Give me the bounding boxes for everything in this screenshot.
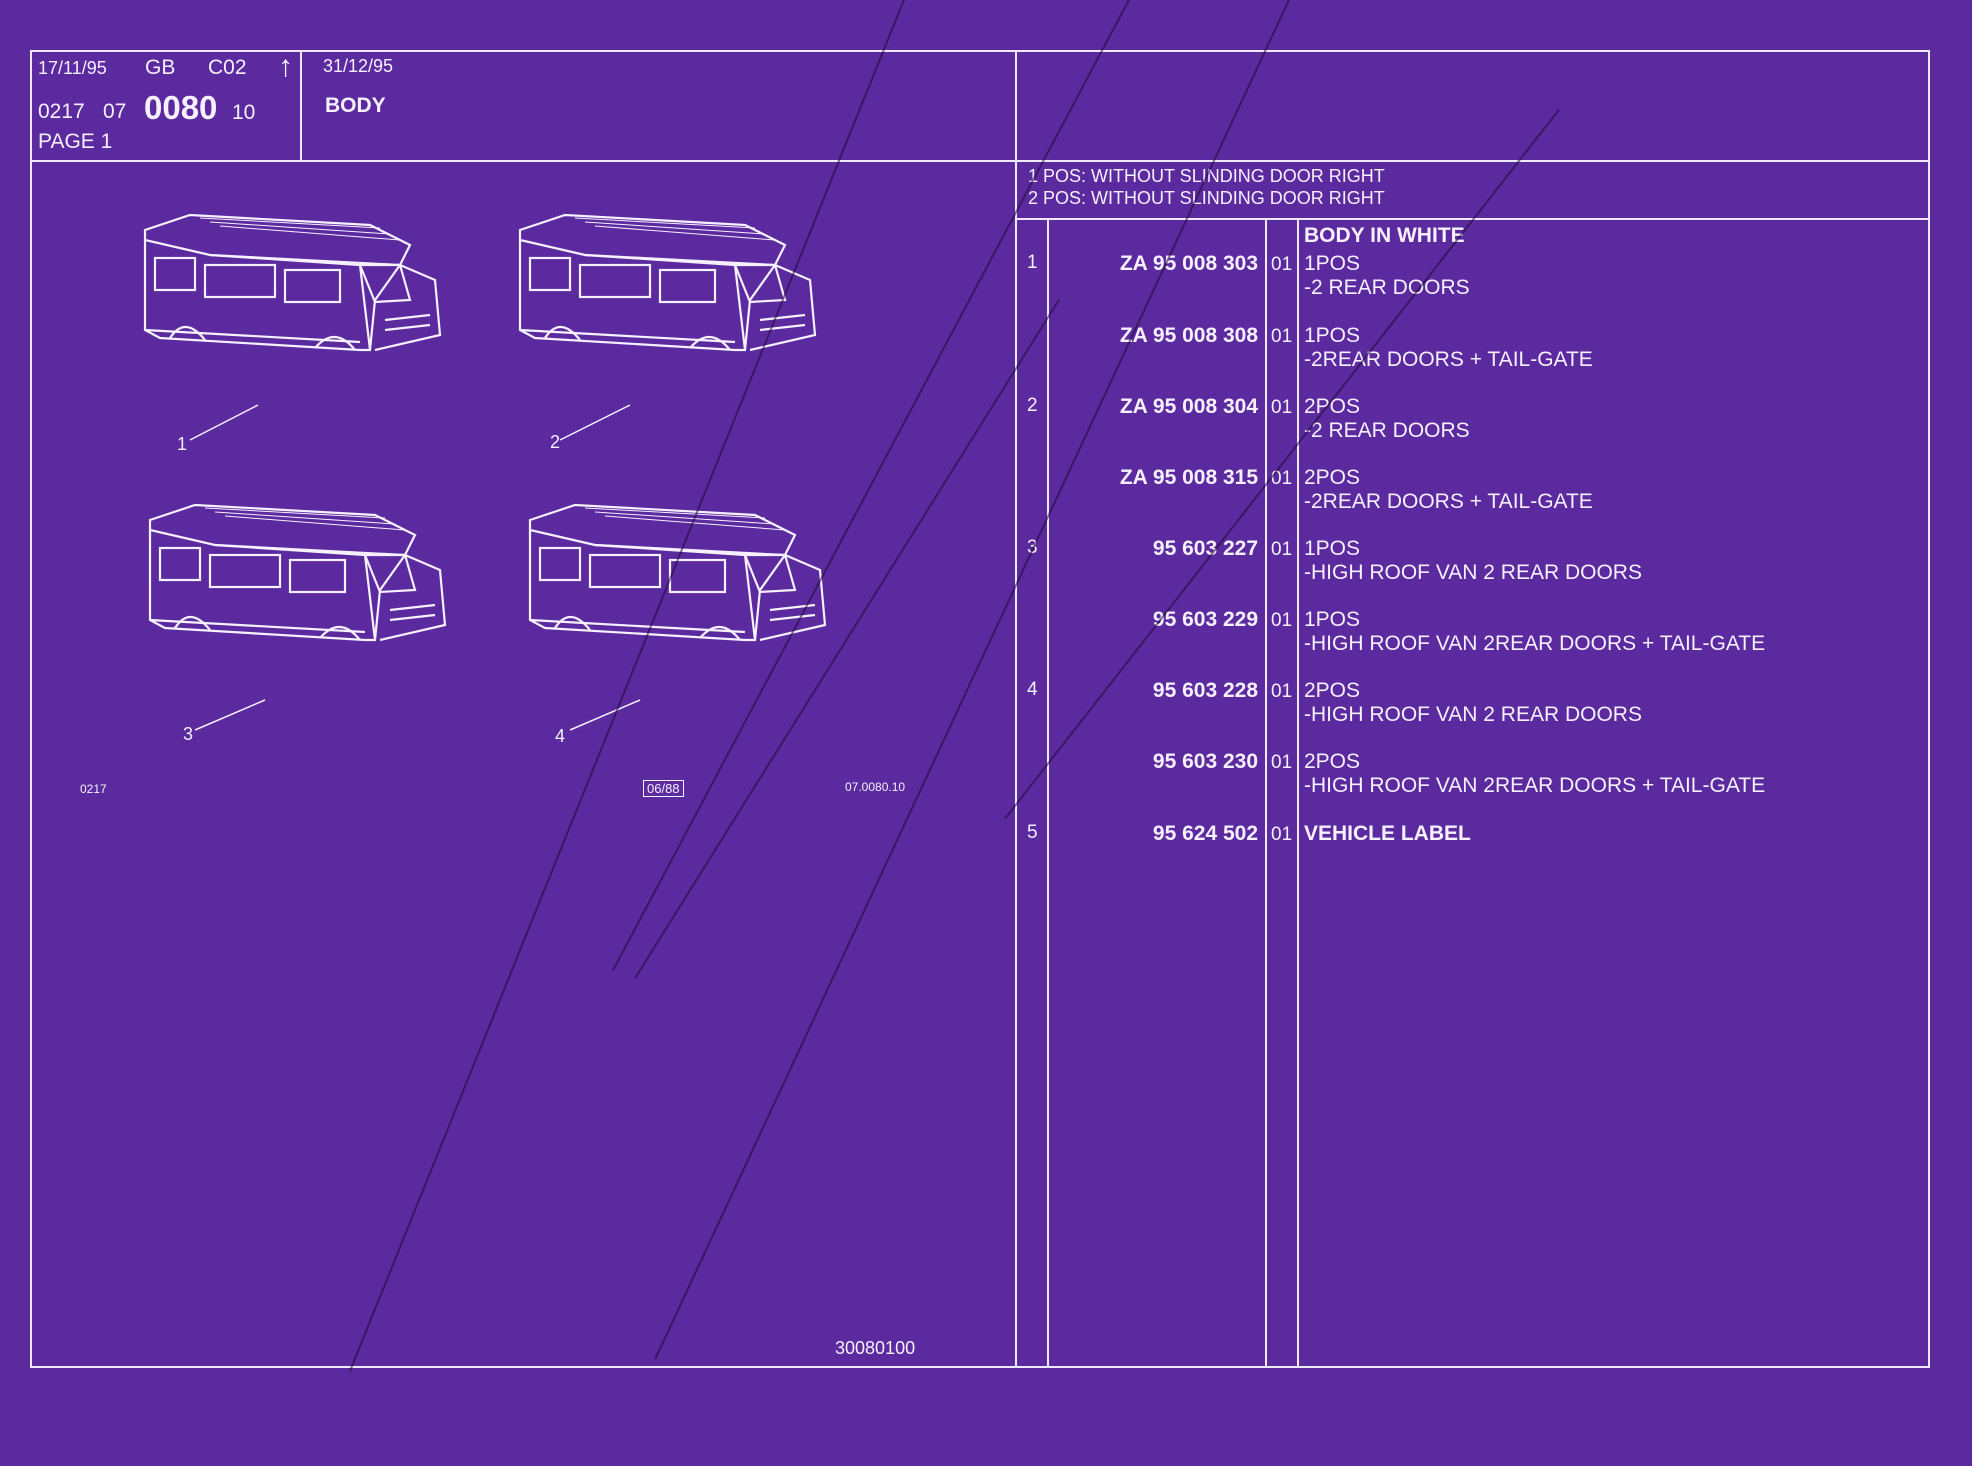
outer-frame (30, 50, 1930, 1368)
caption-left: 0217 (80, 782, 107, 796)
row-qty: 01 (1271, 326, 1293, 347)
row-pos: 1 (1027, 252, 1038, 273)
header-ref-prefix: 0217 (38, 100, 85, 123)
row-desc-2: -2REAR DOORS + TAIL-GATE (1304, 490, 1593, 513)
row-part-number: ZA 95 008 308 (1119, 324, 1258, 347)
main-divider (1015, 50, 1017, 1368)
row-desc-1: 2POS (1304, 395, 1361, 418)
row-part-number: 95 624 502 (1152, 822, 1258, 845)
header-ref-main: 0080 (144, 89, 218, 126)
row-part-number: 95 603 229 (1152, 608, 1258, 631)
van-bodies-illustration (143, 213, 827, 731)
leader-line-1 (189, 404, 259, 441)
row-qty: 01 (1271, 752, 1293, 773)
leader-line-2 (559, 404, 631, 441)
header-page: PAGE 1 (38, 130, 113, 153)
row-desc-2: -HIGH ROOF VAN 2REAR DOORS + TAIL-GATE (1304, 632, 1766, 655)
header-date-right: 31/12/95 (323, 56, 394, 76)
row-qty: 01 (1271, 610, 1293, 631)
col-qty-divider (1297, 218, 1299, 1368)
leader-line-3 (194, 699, 266, 731)
row-desc-2: -HIGH ROOF VAN 2REAR DOORS + TAIL-GATE (1304, 774, 1766, 797)
section-title: BODY (325, 94, 386, 117)
leader-line-4 (569, 699, 641, 731)
row-part-number: 95 603 227 (1152, 537, 1258, 560)
row-part-number: 95 603 228 (1152, 679, 1258, 702)
row-desc-1: 2POS (1304, 466, 1361, 489)
row-desc-2: -HIGH ROOF VAN 2 REAR DOORS (1304, 703, 1642, 726)
caption-mid: 06/88 (643, 780, 684, 797)
row-desc-1: 2POS (1304, 750, 1361, 773)
row-qty: 01 (1271, 468, 1293, 489)
up-arrow-icon: ↑ (278, 50, 293, 83)
row-part-number: ZA 95 008 315 (1119, 466, 1258, 489)
header-ref-group: 07 (103, 100, 127, 123)
row-desc-2: -2REAR DOORS + TAIL-GATE (1304, 348, 1593, 371)
row-desc-1: 1POS (1304, 324, 1361, 347)
col-part-divider (1265, 218, 1267, 1368)
header-lang: GB (145, 56, 176, 79)
header-date-left: 17/11/95 (38, 58, 107, 78)
row-qty: 01 (1271, 539, 1293, 560)
callout-1: 1 (177, 434, 188, 454)
row-qty: 01 (1271, 254, 1293, 275)
van-drawing-3 (148, 503, 447, 642)
callout-4: 4 (555, 726, 566, 746)
note-2: 2 POS: WITHOUT SLINDING DOOR RIGHT (1028, 188, 1385, 208)
van-drawing-1 (143, 213, 442, 352)
row-desc-2: -2 REAR DOORS (1304, 419, 1470, 442)
caption-right: 07.0080.10 (845, 780, 906, 794)
van-drawing-4 (528, 503, 827, 642)
header-code: C02 (208, 56, 247, 79)
row-desc-1: 1POS (1304, 252, 1361, 275)
row-desc-1: 2POS (1304, 679, 1361, 702)
row-part-number: ZA 95 008 303 (1119, 252, 1258, 275)
group-title: BODY IN WHITE (1304, 224, 1465, 247)
row-qty: 01 (1271, 681, 1293, 702)
row-qty: 01 (1271, 824, 1293, 845)
row-desc-1: 1POS (1304, 537, 1361, 560)
callout-2: 2 (550, 432, 561, 452)
row-desc-1: 1POS (1304, 608, 1361, 631)
drawing-number: 30080100 (835, 1338, 916, 1358)
row-desc-2: -HIGH ROOF VAN 2 REAR DOORS (1304, 561, 1642, 584)
col-pos-divider (1047, 218, 1049, 1368)
header-ref-suffix: 10 (232, 101, 256, 124)
header-left-divider (300, 50, 302, 162)
row-desc-2: -2 REAR DOORS (1304, 276, 1470, 299)
callout-3: 3 (183, 724, 194, 744)
row-part-number: 95 603 230 (1152, 750, 1258, 773)
row-qty: 01 (1271, 397, 1293, 418)
row-part-number: ZA 95 008 304 (1119, 395, 1258, 418)
row-desc-1: VEHICLE LABEL (1304, 822, 1471, 845)
row-pos: 4 (1027, 679, 1038, 700)
header-divider (30, 160, 1930, 162)
row-pos: 5 (1027, 822, 1038, 843)
row-pos: 2 (1027, 395, 1038, 416)
